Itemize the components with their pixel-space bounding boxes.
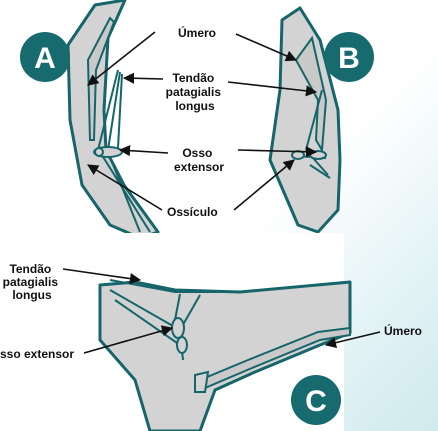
panel-a: A Úmero Tendão patagialis longus Osso ex…: [20, 0, 224, 238]
label-tendao: Tendão patagialis longus: [166, 71, 225, 113]
panel-a-badge-letter: A: [34, 42, 56, 75]
label-umero: Úmero: [178, 25, 216, 40]
label-tendao-c: Tendão patagialis longus: [3, 262, 62, 302]
panel-a-ossicle: [95, 148, 103, 156]
label-osso-extensor: Osso extensor: [174, 146, 224, 174]
panel-c-ossicle: [177, 337, 187, 353]
arrow-tendao-a: [124, 78, 163, 79]
panel-c: C Tendão patagialis longus sso extensor …: [0, 233, 422, 431]
label-osso-extensor-c: sso extensor: [0, 347, 74, 361]
panel-b-badge-letter: B: [338, 42, 360, 75]
label-umero-c: Úmero: [384, 323, 422, 338]
panel-c-badge-letter: C: [305, 385, 327, 418]
arrow-osso-extensor-a: [120, 150, 168, 153]
label-ossiculo: Ossículo: [167, 205, 218, 219]
panel-b: B: [228, 8, 374, 232]
panel-c-extensor-bone: [172, 318, 184, 338]
panel-c-joint: [195, 372, 208, 392]
